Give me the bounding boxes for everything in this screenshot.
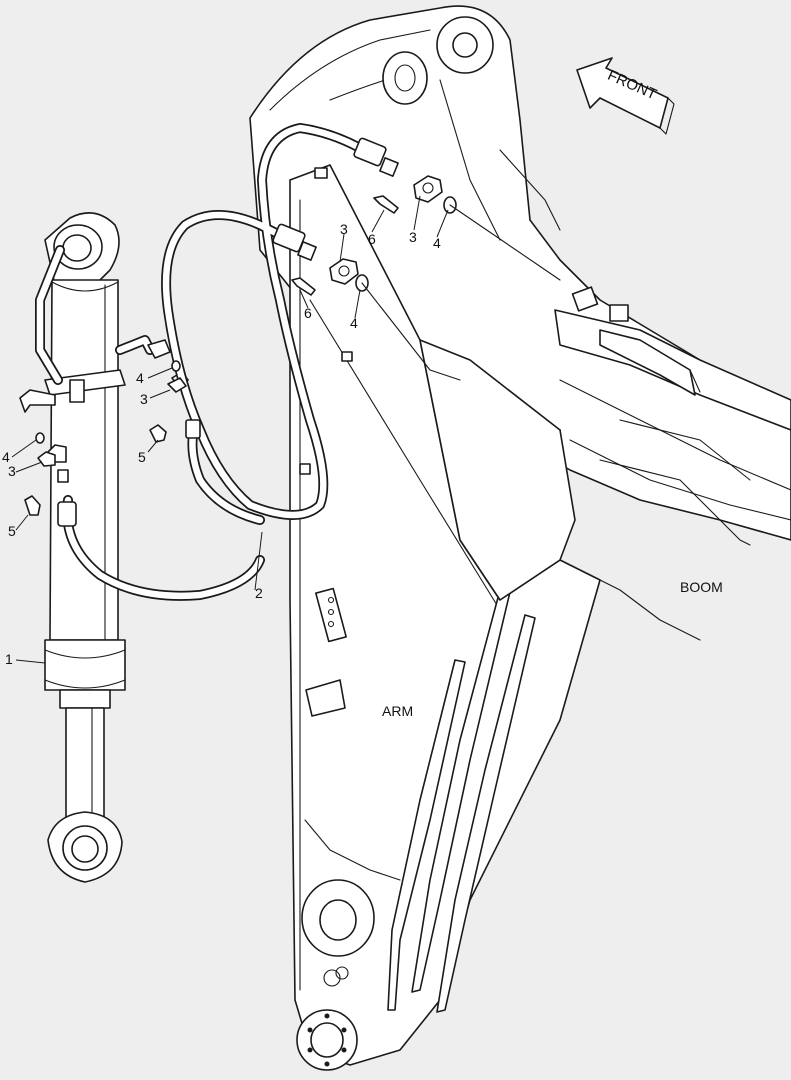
callout-cyl-flange-left: 3 — [8, 463, 16, 479]
callout-cyl-oring-left: 4 — [2, 449, 10, 465]
callout-bolt-upper: 6 — [368, 231, 376, 247]
front-direction-arrow: FRONT — [576, 57, 675, 135]
callout-cyl-flange-right: 3 — [140, 391, 148, 407]
hydraulic-hoses — [57, 123, 399, 601]
callout-cylinder: 1 — [5, 651, 13, 667]
arm-cylinder — [19, 212, 189, 883]
upper-fittings — [373, 175, 561, 281]
callout-numbers: 1 2 3 4 6 3 4 6 4 3 5 4 3 5 — [2, 221, 441, 667]
callout-bolt-lower: 6 — [304, 305, 312, 321]
callout-flange-upper: 3 — [409, 229, 417, 245]
callout-oring-upper: 4 — [433, 235, 441, 251]
callout-cyl-oring-right: 4 — [136, 370, 144, 386]
arm-label: ARM — [382, 703, 413, 719]
callout-oring-lower: 4 — [350, 315, 358, 331]
arm-structure — [289, 164, 701, 1071]
callout-cyl-bolt-left: 5 — [8, 523, 16, 539]
callout-flange-lower: 3 — [340, 221, 348, 237]
lower-fittings — [291, 258, 461, 381]
cylinder-fittings — [24, 360, 187, 516]
callout-leaders — [11, 195, 449, 664]
callout-hose: 2 — [255, 585, 263, 601]
boom-label: BOOM — [680, 579, 723, 595]
callout-cyl-bolt-right: 5 — [138, 449, 146, 465]
